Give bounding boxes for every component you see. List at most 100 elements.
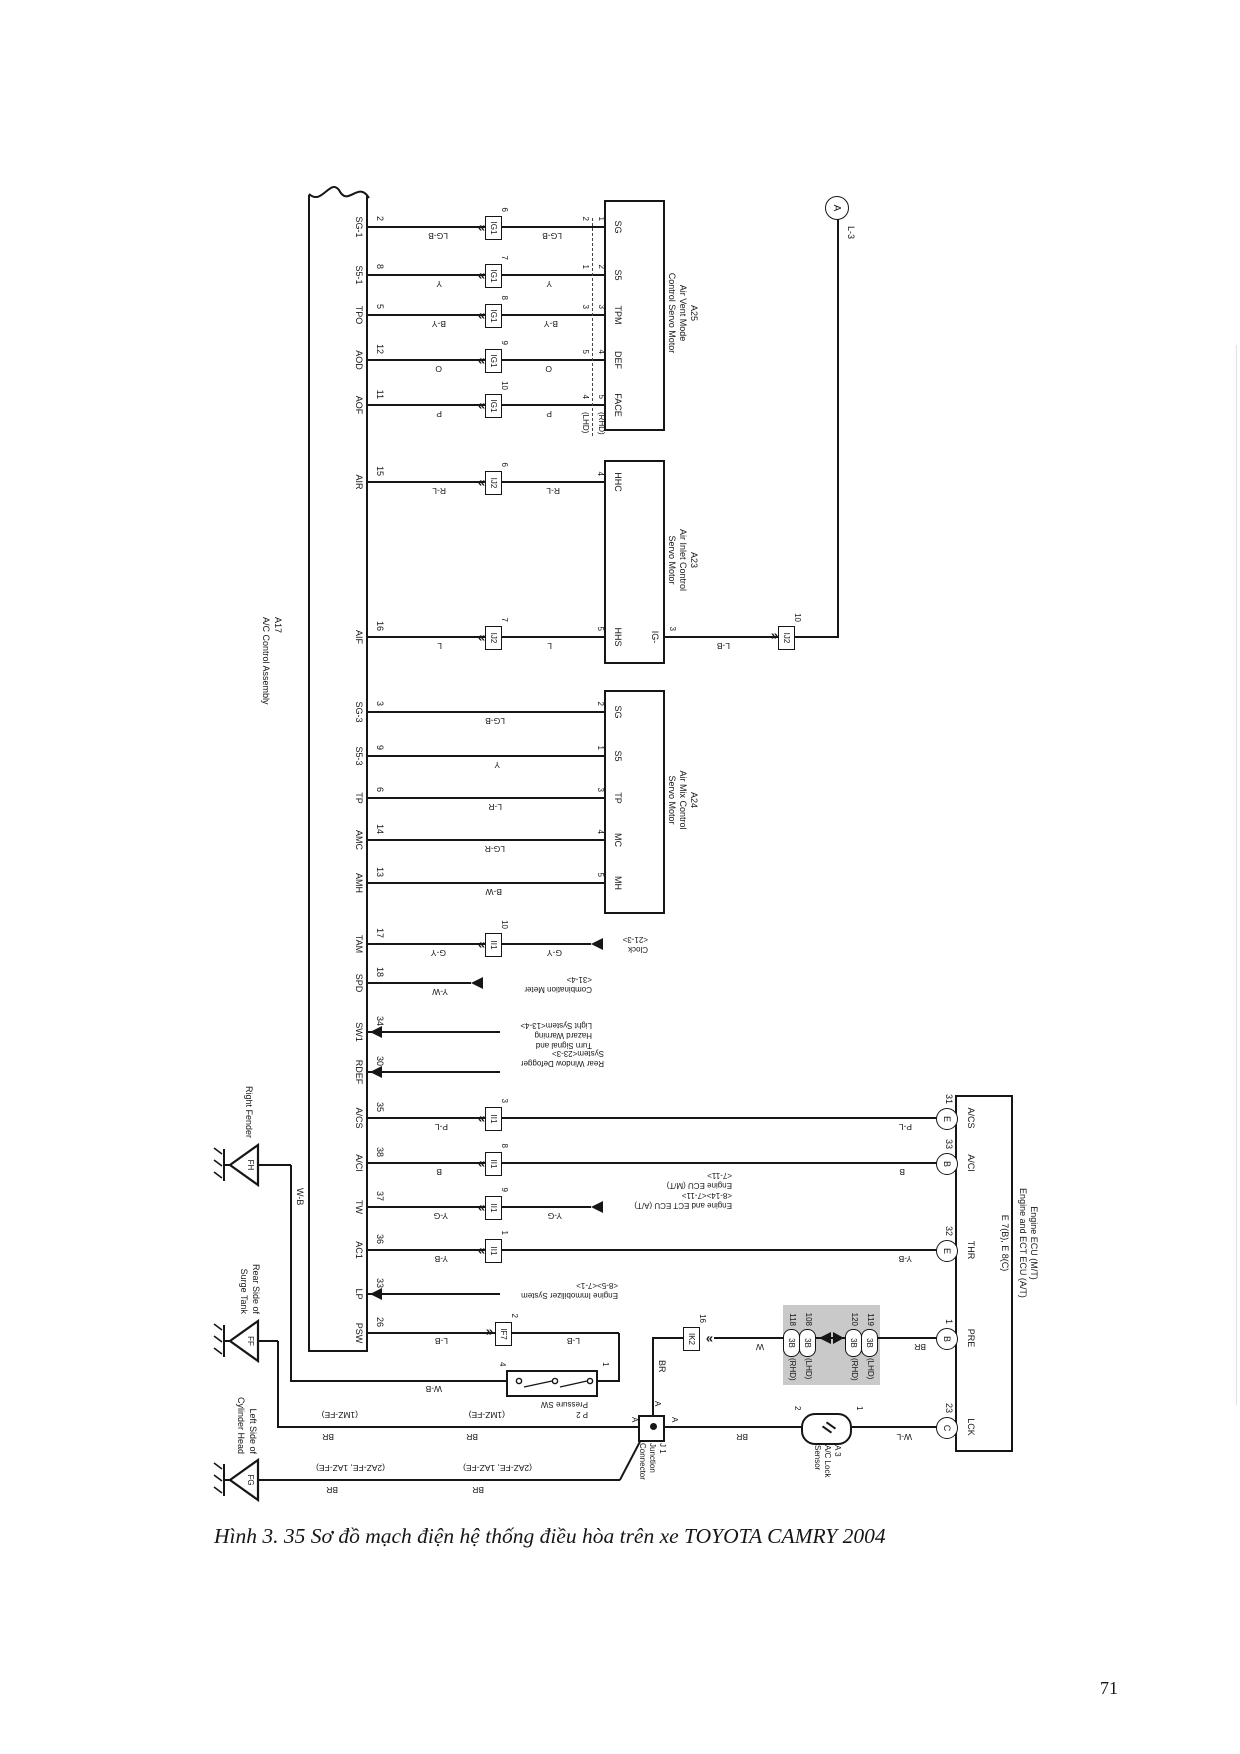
bus-pin-num: 37 <box>375 1190 385 1201</box>
lhd-rhd-divider <box>592 218 593 436</box>
j1-pin: A <box>670 1417 679 1423</box>
bus-pin-num: 18 <box>375 966 385 977</box>
bus-pin-name: TAM <box>354 934 364 954</box>
chevron-icon: « <box>477 397 486 413</box>
ecu-box <box>955 1095 1013 1452</box>
a25-pin-num-lhd: 4 <box>581 394 590 399</box>
bus-pin-name: SW1 <box>354 1022 364 1042</box>
ecu-pin-circle: B <box>936 1153 958 1175</box>
ref-combination-meter: Combination Meter <31-4> <box>492 974 592 994</box>
ground-code: FG <box>246 1474 255 1486</box>
sensor-label: A/C Lock <box>823 1445 832 1478</box>
wire-color: W-B <box>295 1188 305 1206</box>
wire-color: BR <box>736 1432 748 1442</box>
bus-pin-name: AC1 <box>354 1241 364 1259</box>
bus-pin-num: 14 <box>375 823 385 834</box>
a24-title: A24 <box>689 791 699 809</box>
wire-color: Y-B <box>898 1254 912 1264</box>
a25-pin: SG <box>613 220 623 234</box>
mating-arrow-icon <box>833 1332 844 1344</box>
switch-pin-num: 1 <box>601 1362 610 1367</box>
ref-line: <21-3> <box>622 935 648 944</box>
chevron-icon: « <box>477 267 486 283</box>
connector-num: 118 <box>788 1313 797 1326</box>
a25-pin: FACE <box>613 393 623 417</box>
chevron-icon: « <box>477 474 486 490</box>
bus-pin-num: 36 <box>375 1233 385 1244</box>
arrow-icon <box>370 1288 382 1300</box>
a23-pin-ig: IG- <box>650 630 660 644</box>
wire <box>368 797 608 799</box>
ecu-pin-name: LCK <box>966 1418 976 1436</box>
wire <box>837 218 839 638</box>
wire-color: B <box>436 1167 442 1177</box>
a23-title: Servo Motor <box>667 535 677 585</box>
page-link-circle: A <box>825 196 849 220</box>
wire <box>598 1380 619 1382</box>
ecu-pin-letter: B <box>942 1335 952 1342</box>
chevron-icon: « <box>477 629 486 645</box>
bus-pin-name: TP <box>354 792 364 804</box>
ecu-pin-circle: B <box>936 1328 958 1350</box>
bus-pin-num: 30 <box>375 1055 385 1066</box>
ecu-pin-circle: E <box>936 1108 958 1130</box>
ecu-pin-num: 32 <box>944 1225 954 1236</box>
wire <box>258 1479 620 1481</box>
figure-caption: Hình 3. 35 Sơ đồ mạch điện hệ thống điều… <box>214 1524 886 1548</box>
a25-pin: TPM <box>613 305 623 325</box>
a24-pin-num: 4 <box>596 829 605 834</box>
ground-code: FH <box>246 1159 255 1171</box>
ref-line: Engine ECU (M/T) <box>666 1181 732 1190</box>
ground-label: Rear Side of <box>251 1263 261 1314</box>
j1-label: J 1 <box>658 1443 667 1454</box>
ref-line: Engine and ECT ECU (A/T) <box>634 1201 732 1210</box>
ref-line: <7-11> <box>707 1171 732 1180</box>
wire-color: G-Y <box>430 948 446 958</box>
wire-color: (2AZ-FE, 1AZ-FE) <box>463 1463 532 1473</box>
chevron-icon: « <box>477 1110 486 1126</box>
junction-num: 7 <box>500 617 509 622</box>
junction-num: 2 <box>510 1313 519 1318</box>
a23-pin: HHS <box>613 627 623 647</box>
bus-pin-num: 5 <box>375 303 385 309</box>
connector-num: 108 <box>804 1312 813 1326</box>
ecu-pin-num: 23 <box>944 1402 954 1413</box>
j1-label: Junction <box>648 1443 657 1473</box>
switch-pin-num: 4 <box>498 1362 507 1367</box>
wire-color: P-L <box>434 1122 448 1132</box>
bus-pin-name: AMC <box>354 830 364 850</box>
junction-num: 9 <box>500 1187 509 1192</box>
ecu-pin-letter: E <box>942 1115 952 1122</box>
assembly-code: A17 <box>273 617 283 634</box>
bus-pin-name: S5-3 <box>354 746 364 766</box>
ref-line: Engine Immobilizer System <box>521 1291 618 1300</box>
junction-IK2: IK2 <box>683 1327 700 1351</box>
bus-pin-name: A/CI <box>354 1154 364 1172</box>
wire-color: LG-R <box>484 844 505 854</box>
a24-pin-num: 1 <box>596 745 605 750</box>
junction-IF7: IF7 <box>495 1322 512 1346</box>
switch-contacts <box>515 1377 594 1388</box>
wire <box>290 1165 292 1382</box>
ref-immobilizer: Engine Immobilizer System <8-5><7-1> <box>502 1280 618 1300</box>
arrow-icon <box>370 1066 382 1078</box>
junction-num: 6 <box>500 207 509 212</box>
wire <box>368 882 608 884</box>
wire-color: B-Y <box>431 319 446 329</box>
ecu-pin-num: 33 <box>944 1138 954 1149</box>
chevron-icon: « <box>477 307 486 323</box>
wire <box>665 636 838 638</box>
bus-pin-name: AIF <box>354 629 364 645</box>
a25-pin-num-lhd: 2 <box>581 216 590 221</box>
connector-oval: 3B <box>845 1329 862 1357</box>
junction-num: 7 <box>500 255 509 260</box>
bus-pin-name: PSW <box>354 1322 364 1344</box>
connector-num: 119 <box>866 1313 875 1326</box>
ecu-pin-name: PRE <box>966 1328 976 1348</box>
bus-pin-name: RDEF <box>354 1059 364 1085</box>
bus-bar-break <box>308 186 370 199</box>
arrow-icon <box>370 1026 382 1038</box>
bus-pin-name: SG-1 <box>354 216 364 238</box>
wire-color: LG-B <box>485 716 505 726</box>
chevron-icon: « <box>477 1242 486 1258</box>
